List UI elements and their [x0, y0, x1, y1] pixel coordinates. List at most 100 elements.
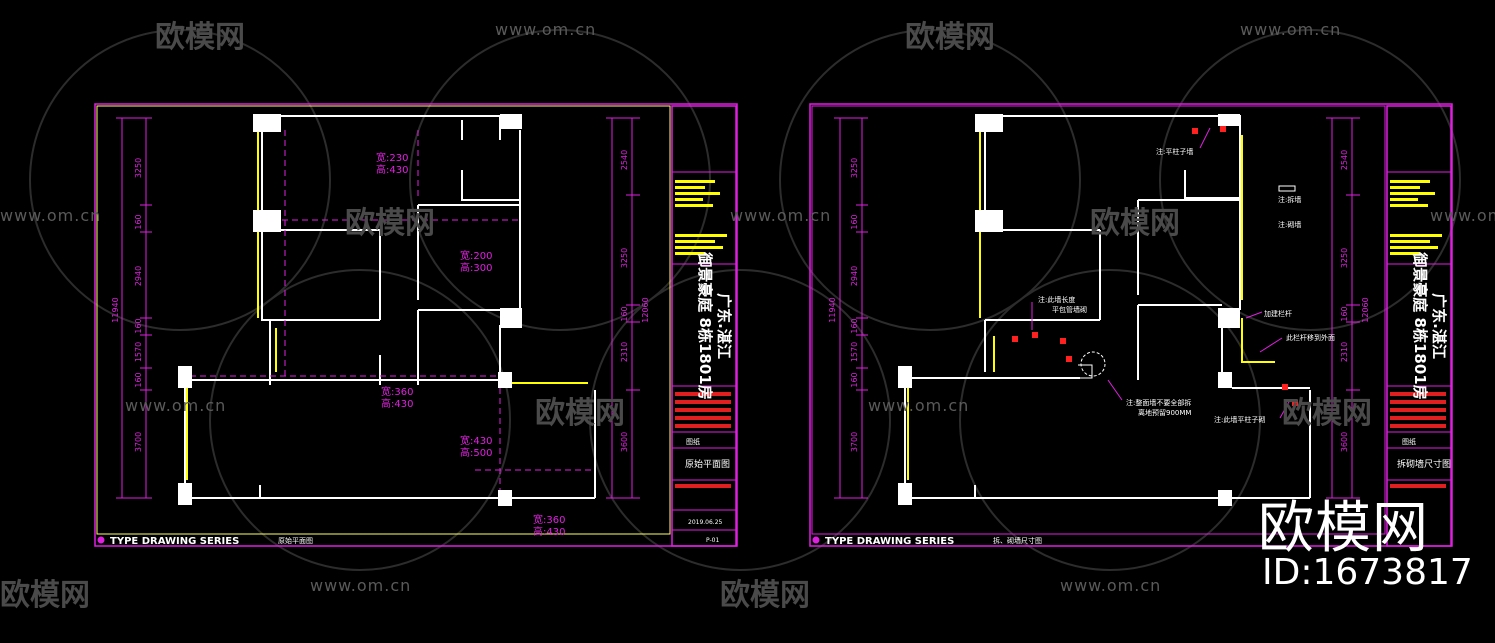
dim-text: 160 [850, 214, 859, 229]
dim-text: 3600 [620, 432, 629, 452]
left-room-labels: 宽:230 高:430 宽:200 高:300 宽:360 高:430 宽:43… [376, 151, 565, 538]
dim-text: 2310 [1340, 342, 1349, 362]
watermark-url: www.om.cn [1060, 576, 1162, 595]
right-sheet [809, 103, 1453, 547]
dim-text: 3250 [850, 158, 859, 178]
series-title: TYPE DRAWING SERIES [825, 536, 954, 547]
dim-text: 160 [850, 318, 859, 333]
room-label-width: 宽:200 [460, 249, 492, 262]
project-name: 御景豪庭 8栋1801房 [1411, 251, 1429, 399]
watermark-url: www.om.cn [730, 206, 832, 225]
right-red-markers [1012, 126, 1298, 406]
dim-text: 2940 [134, 266, 143, 286]
drawing-date: 2019.06.25 [688, 519, 723, 526]
drawing-name: 拆砌墙尺寸图 [1397, 458, 1451, 470]
drawing-name: 原始平面图 [685, 458, 730, 470]
drawing-number: P-01 [706, 537, 719, 544]
project-city: 广东.湛江 [1430, 293, 1448, 359]
watermark-brand: 欧模网 [0, 578, 90, 613]
stamp-label: 图纸 [1402, 437, 1416, 446]
room-label-width: 宽:360 [381, 385, 413, 398]
note-text: 加建栏杆 [1264, 309, 1292, 318]
room-label-width: 宽:430 [460, 434, 492, 447]
dim-text: 3600 [1340, 432, 1349, 452]
dim-text: 2310 [620, 342, 629, 362]
left-dimension-lines [116, 117, 640, 499]
dim-text: 3250 [1340, 248, 1349, 268]
note-text: 注:整面墙不要全部拆 [1126, 398, 1191, 407]
dim-text: 2940 [850, 266, 859, 286]
watermark-url: www.om.cn [310, 576, 412, 595]
right-dimension-lines [834, 117, 1360, 499]
dim-text: 160 [134, 372, 143, 387]
right-title-text: 御景豪庭 8栋1801房 广东.湛江 图纸 拆砌墙尺寸图 [1397, 251, 1451, 470]
left-dashed-lines [190, 130, 595, 495]
right-inner-frame [811, 105, 1386, 535]
watermark-url: www.om.cn [125, 396, 227, 415]
left-sheet [94, 103, 738, 547]
left-title-text: 御景豪庭 8栋1801房 广东.湛江 图纸 原始平面图 2019.06.25 P… [685, 251, 733, 544]
left-walls [184, 115, 596, 499]
room-label-height: 高:500 [460, 446, 492, 459]
dim-text: 2540 [620, 150, 629, 170]
left-sheet-border [94, 103, 738, 547]
room-label-height: 高:300 [460, 261, 492, 274]
watermark-url: www.om.cn [495, 20, 597, 39]
left-columns [178, 114, 522, 506]
right-notes: 注:平柱子墙 注:拆墙 注:砌墙 注:此墙长度 平包管墙砌 加建栏杆 此栏杆移到… [1038, 147, 1335, 424]
left-footer: TYPE DRAWING SERIES 原始平面图 [97, 536, 313, 547]
left-windows [186, 132, 588, 480]
note-text: 离地预留900MM [1138, 408, 1191, 417]
dim-total-text: 11940 [111, 297, 120, 322]
dim-text: 3250 [620, 248, 629, 268]
watermark-brand: 欧模网 [1090, 206, 1180, 241]
right-stair-symbol [1078, 351, 1106, 379]
watermark-brand: 欧模网 [905, 20, 995, 55]
left-dimension-text: 3250 160 2940 160 1570 160 3700 11940 25… [111, 150, 650, 452]
left-inner-frame [96, 105, 671, 535]
dim-total-text: 12060 [641, 297, 650, 322]
note-text: 注:拆墙 [1278, 195, 1301, 204]
right-windows [907, 132, 1275, 480]
watermark-url: www.om.cn [868, 396, 970, 415]
note-text: 此栏杆移到外面 [1286, 333, 1335, 342]
watermark-arcs [29, 29, 1461, 571]
dim-text: 160 [850, 372, 859, 387]
project-city: 广东.湛江 [715, 293, 733, 359]
room-label-height: 高:430 [533, 525, 565, 538]
note-text: 注:砌墙 [1278, 220, 1301, 229]
watermark-url: www.om.cn [0, 206, 102, 225]
dim-total-text: 12060 [1361, 297, 1370, 322]
watermark-url: www.om.cn [1430, 206, 1495, 225]
footer-drawing-name: 原始平面图 [278, 536, 313, 545]
watermark-brand: 欧模网 [720, 578, 810, 613]
watermark-brand: 欧模网 [1282, 396, 1372, 431]
dim-total-text: 11940 [828, 297, 837, 322]
footer-drawing-name: 拆、砌墙尺寸图 [993, 536, 1042, 545]
dim-text: 160 [620, 306, 629, 321]
right-title-block [1386, 105, 1452, 547]
brand-logo-text: 欧模网 [1258, 496, 1429, 561]
dim-text: 1570 [850, 342, 859, 362]
room-label-width: 宽:230 [376, 151, 408, 164]
project-name: 御景豪庭 8栋1801房 [696, 251, 714, 399]
left-title-block [671, 105, 737, 547]
watermark-brand: 欧模网 [345, 206, 435, 241]
dim-text: 3250 [134, 158, 143, 178]
dim-text: 160 [134, 318, 143, 333]
right-footer: TYPE DRAWING SERIES 拆、砌墙尺寸图 [812, 536, 1042, 547]
series-title: TYPE DRAWING SERIES [110, 536, 239, 547]
dim-text: 1570 [134, 342, 143, 362]
right-leader-lines [1031, 127, 1291, 419]
watermark-url: www.om.cn [1240, 20, 1342, 39]
note-text: 平包管墙砌 [1052, 305, 1087, 314]
stamp-label: 图纸 [686, 437, 700, 446]
right-columns [898, 114, 1240, 506]
room-label-width: 宽:360 [533, 513, 565, 526]
dim-text: 160 [134, 214, 143, 229]
room-label-height: 高:430 [376, 163, 408, 176]
dim-text: 3700 [850, 432, 859, 452]
right-sheet-border [809, 103, 1453, 547]
watermark-brand: 欧模网 [155, 20, 245, 55]
